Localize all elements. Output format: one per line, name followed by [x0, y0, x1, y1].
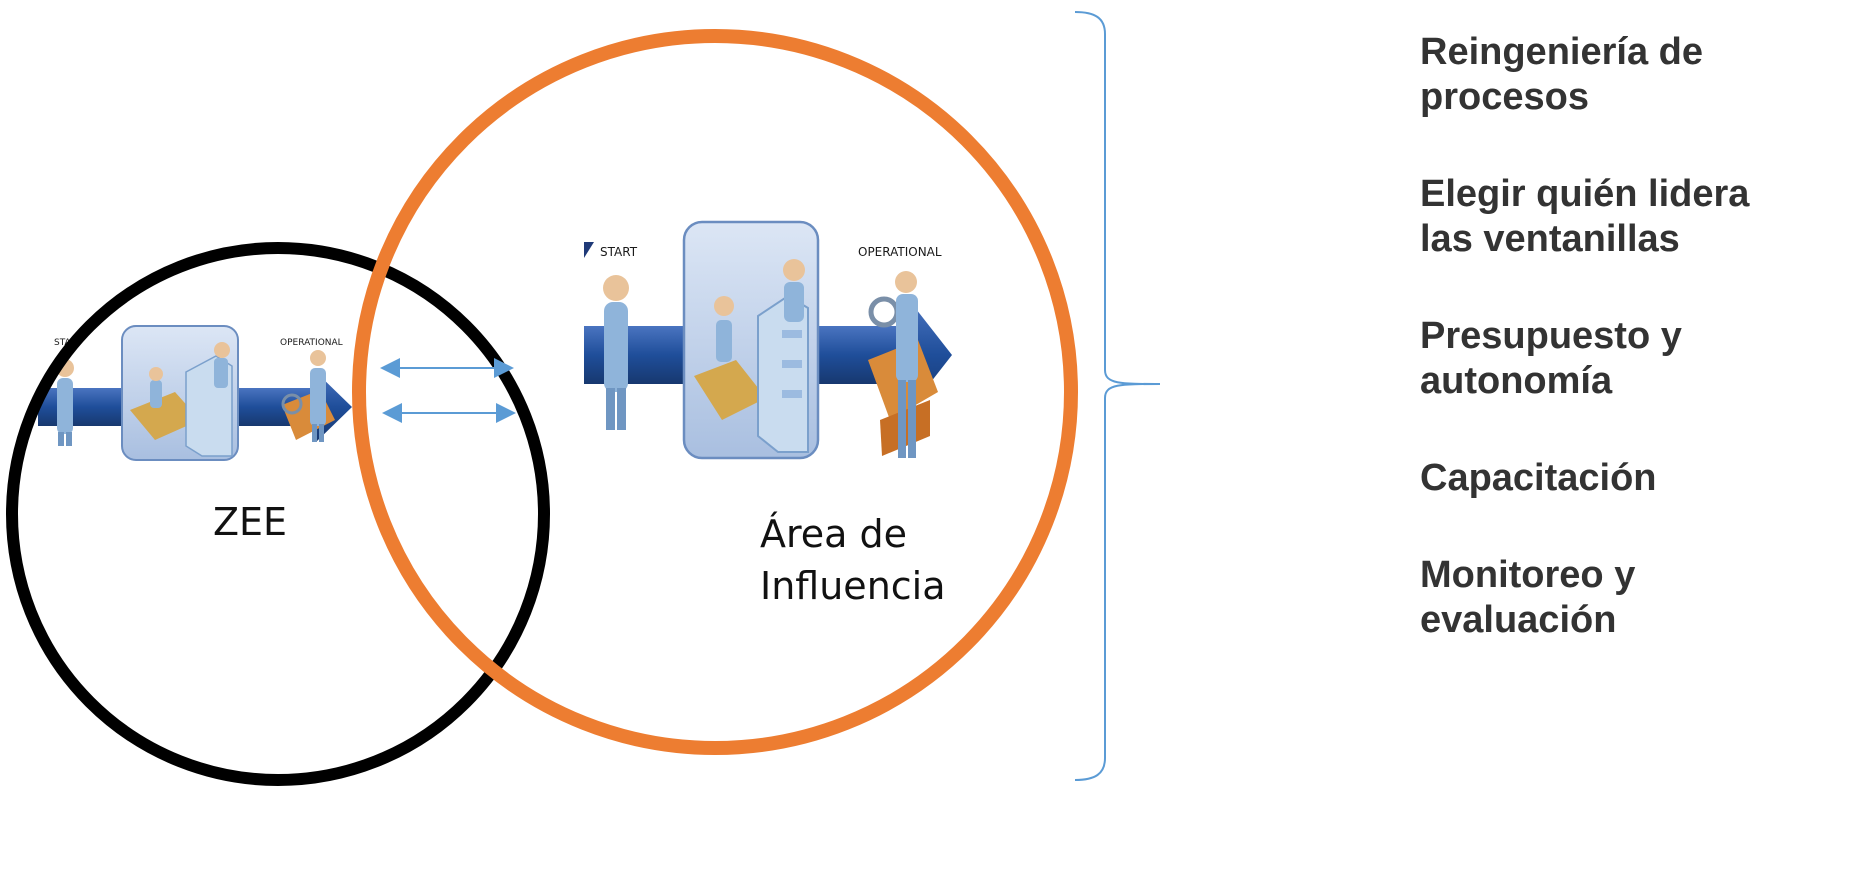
list-item-line2: autonomía: [1420, 360, 1613, 402]
list-item: Capacitación: [1420, 456, 1840, 501]
list-item-line2: procesos: [1420, 76, 1589, 118]
list-item-line2: las ventanillas: [1420, 218, 1680, 260]
list-item: Reingeniería de procesos: [1420, 30, 1840, 120]
list-item-line1: Elegir quién lidera: [1420, 173, 1750, 215]
list-item: Elegir quién lidera las ventanillas: [1420, 172, 1840, 262]
actions-list: Reingeniería de procesos Elegir quién li…: [1420, 30, 1840, 695]
influence-area-label-line1: Área de: [760, 512, 908, 556]
influence-area-label: Área de Influencia: [760, 508, 946, 612]
list-item-line1: Monitoreo y: [1420, 554, 1636, 596]
list-item-line1: Presupuesto y: [1420, 315, 1682, 357]
small-operational-label: OPERATIONAL: [280, 338, 343, 348]
right-brace: [1074, 11, 1161, 781]
list-item: Presupuesto y autonomía: [1420, 314, 1840, 404]
list-item-line2: evaluación: [1420, 599, 1617, 641]
influence-area-circle: [352, 29, 1078, 755]
list-item-line1: Capacitación: [1420, 457, 1657, 499]
zee-label: ZEE: [212, 500, 288, 544]
small-process-graphic: START OPERATIONAL: [38, 325, 352, 461]
large-process-graphic: START OPERATIONAL: [584, 220, 952, 460]
large-operational-label: OPERATIONAL: [858, 245, 942, 259]
list-item: Monitoreo y evaluación: [1420, 553, 1840, 643]
influence-area-label-line2: Influencia: [760, 564, 946, 608]
zee-circle: [6, 242, 550, 786]
large-start-label: START: [600, 245, 638, 259]
list-item-line1: Reingeniería de: [1420, 31, 1703, 73]
